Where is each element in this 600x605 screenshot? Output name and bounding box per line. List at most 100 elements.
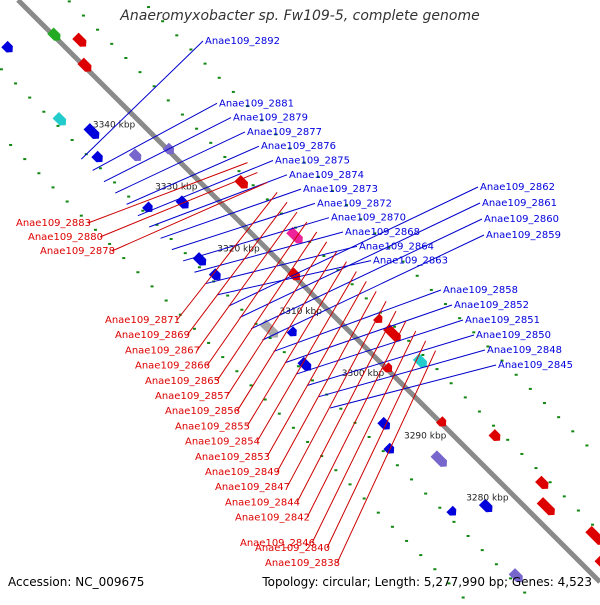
reverse-gene-label: Anae109_2855 bbox=[175, 421, 250, 432]
tick-dot bbox=[260, 119, 264, 122]
tick-dot bbox=[221, 356, 225, 359]
reverse-gene-label: Anae109_2856 bbox=[165, 406, 240, 417]
forward-leader-line bbox=[171, 202, 316, 251]
tick-dot bbox=[433, 568, 437, 571]
reverse-gene bbox=[536, 497, 555, 516]
tick-dot bbox=[585, 444, 589, 447]
tick-dot bbox=[189, 48, 193, 51]
tick-dot bbox=[180, 113, 184, 116]
tick-dot bbox=[421, 353, 425, 356]
reverse-gene-label: Anae109_2883 bbox=[16, 218, 91, 229]
tick-dot bbox=[166, 99, 170, 102]
reverse-gene bbox=[72, 32, 87, 47]
reverse-gene-label: Anae109_2854 bbox=[185, 437, 260, 448]
tick-dot bbox=[79, 214, 83, 217]
tick-dot bbox=[419, 554, 423, 557]
tick-dot bbox=[344, 204, 348, 207]
tick-dot bbox=[150, 285, 154, 288]
tick-dot bbox=[146, 6, 150, 9]
tick-dot bbox=[245, 105, 249, 108]
genome-backbone bbox=[16, 0, 600, 584]
reverse-leader-line bbox=[266, 281, 367, 458]
tick-dot bbox=[435, 368, 439, 371]
forward-gene bbox=[91, 150, 103, 163]
reverse-gene bbox=[382, 362, 393, 373]
reverse-gene bbox=[585, 525, 600, 545]
reverse-gene-label: Anae109_2857 bbox=[155, 391, 230, 402]
tick-dot bbox=[93, 228, 97, 231]
forward-leader-line bbox=[137, 160, 274, 217]
kbp-tick-label: 3320 kbp bbox=[217, 245, 260, 255]
tick-dot bbox=[113, 181, 117, 184]
tick-dot bbox=[277, 412, 281, 415]
forward-gene-label: Anae109_2852 bbox=[454, 300, 529, 311]
reverse-gene-label: Anae109_2866 bbox=[135, 361, 210, 372]
tick-dot bbox=[376, 511, 380, 514]
forward-gene-label: Anae109_2881 bbox=[219, 98, 294, 109]
tick-dot bbox=[296, 365, 300, 368]
forward-leader-line bbox=[228, 186, 479, 307]
tick-dot bbox=[223, 155, 227, 158]
reverse-leader-line bbox=[276, 291, 377, 473]
forward-gene bbox=[446, 505, 457, 516]
reverse-gene bbox=[435, 416, 447, 427]
tick-dot bbox=[175, 34, 179, 37]
tick-dot bbox=[51, 186, 55, 189]
reverse-gene bbox=[373, 313, 383, 324]
forward-gene-label: Anae109_2892 bbox=[205, 36, 280, 47]
forward-gene bbox=[478, 498, 493, 513]
tick-dot bbox=[443, 303, 447, 306]
tick-dot bbox=[320, 455, 324, 458]
kbp-tick-label: 3330 kbp bbox=[155, 183, 198, 193]
tick-dot bbox=[183, 252, 187, 255]
forward-gene-label: Anae109_2848 bbox=[487, 345, 562, 356]
tick-dot bbox=[486, 345, 490, 348]
tick-dot bbox=[136, 271, 140, 274]
kbp-tick-label: 3280 kbp bbox=[466, 494, 509, 504]
tick-dot bbox=[152, 85, 156, 88]
tick-dot bbox=[23, 158, 27, 161]
tick-dot bbox=[110, 42, 114, 45]
forward-gene-label: Anae109_2863 bbox=[373, 256, 448, 267]
tick-dot bbox=[367, 435, 371, 438]
forward-gene-label: Anae109_2860 bbox=[484, 214, 559, 225]
reverse-gene-label: Anae109_2846 bbox=[240, 538, 315, 549]
tick-dot bbox=[197, 266, 201, 269]
forward-leader-line bbox=[103, 117, 232, 183]
tick-dot bbox=[316, 175, 320, 178]
reverse-gene-label: Anae109_2878 bbox=[40, 246, 115, 257]
forward-gene bbox=[142, 201, 153, 213]
tick-dot bbox=[203, 62, 207, 65]
tick-dot bbox=[274, 133, 278, 136]
tick-dot bbox=[463, 396, 467, 399]
forward-leader-line bbox=[330, 364, 497, 409]
tick-dot bbox=[98, 167, 102, 170]
tick-dot bbox=[65, 200, 69, 203]
tick-dot bbox=[279, 212, 283, 215]
forward-gene bbox=[1, 40, 13, 53]
forward-gene-label: Anae109_2870 bbox=[331, 213, 406, 224]
kbp-tick-label: 3310 kbp bbox=[280, 307, 323, 317]
tick-dot bbox=[42, 110, 46, 113]
tick-dot bbox=[500, 359, 504, 362]
reverse-leader-line bbox=[296, 310, 397, 503]
tick-dot bbox=[251, 184, 255, 187]
tick-dot bbox=[407, 339, 411, 342]
tick-dot bbox=[557, 416, 561, 419]
forward-gene-label: Anae109_2872 bbox=[317, 198, 392, 209]
tick-dot bbox=[226, 294, 230, 297]
tick-dot bbox=[514, 373, 518, 376]
forward-gene-label: Anae109_2851 bbox=[465, 315, 540, 326]
gene-block bbox=[286, 226, 303, 244]
tick-dot bbox=[127, 195, 131, 198]
reverse-gene-label: Anae109_2842 bbox=[235, 513, 310, 524]
kbp-tick-label: 3290 kbp bbox=[404, 431, 447, 441]
reverse-gene-label: Anae109_2867 bbox=[125, 345, 200, 356]
forward-leader-line bbox=[160, 188, 302, 239]
gene-block bbox=[430, 450, 448, 467]
gene-block bbox=[128, 148, 142, 162]
tick-dot bbox=[240, 308, 244, 311]
reverse-gene bbox=[77, 57, 92, 72]
tick-dot bbox=[14, 82, 18, 85]
